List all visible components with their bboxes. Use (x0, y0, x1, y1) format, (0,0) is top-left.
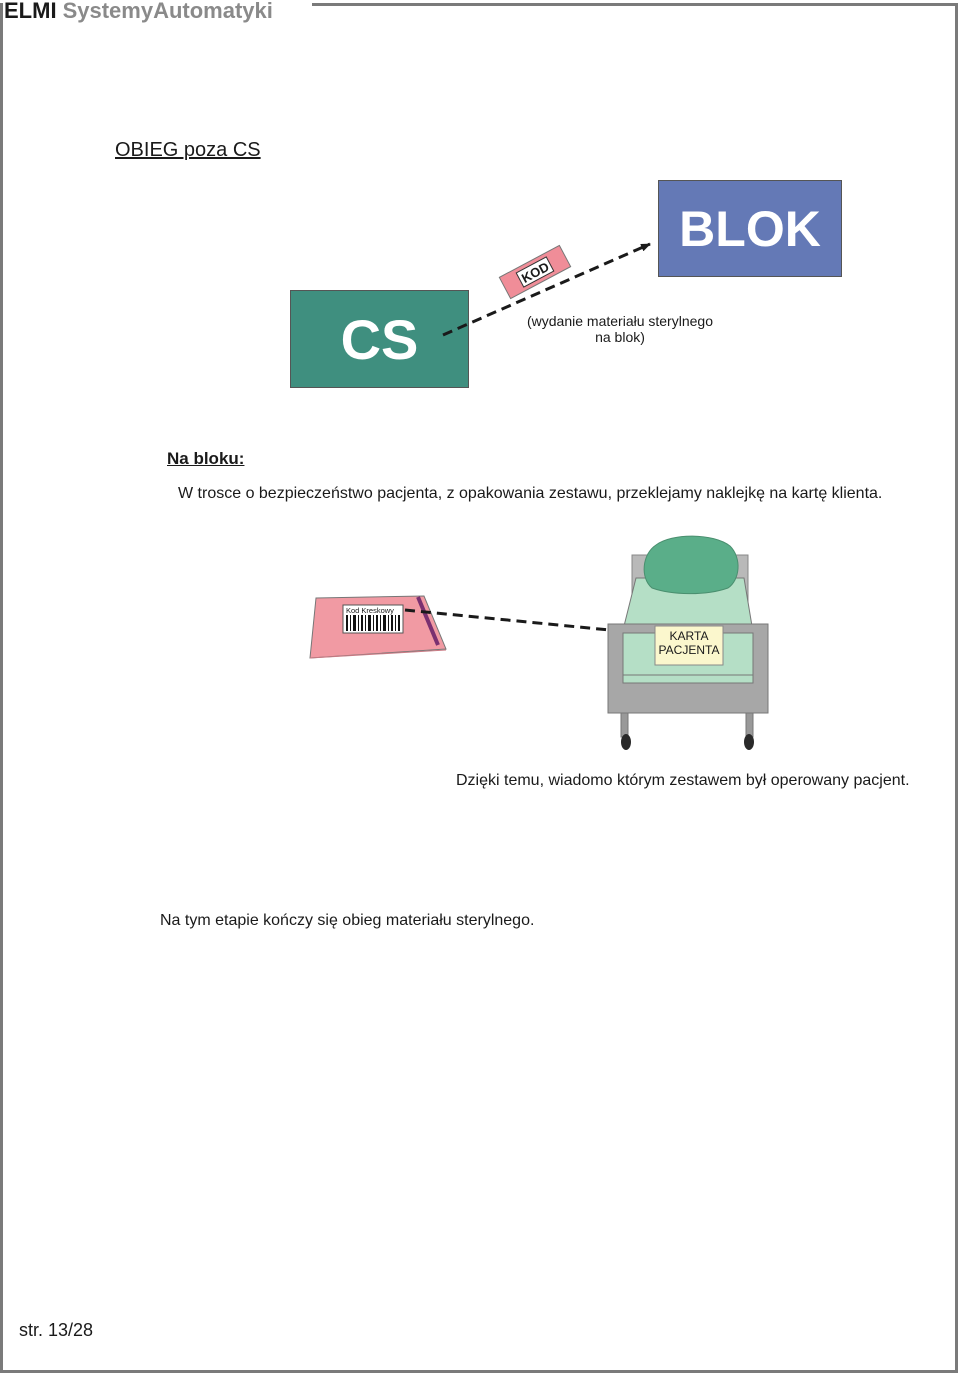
issue-caption-line2: na blok) (595, 329, 645, 345)
issue-caption: (wydanie materiału sterylnego na blok) (520, 313, 720, 345)
page-border-right (955, 3, 958, 1373)
page-border-bottom (0, 1370, 958, 1373)
pillow-icon (643, 535, 739, 595)
patient-card-line1: KARTA (670, 629, 709, 643)
safety-paragraph: W trosce o bezpieczeństwo pacjenta, z op… (178, 485, 883, 502)
label-transfer-arrow (404, 608, 641, 637)
blok-label: BLOK (679, 200, 821, 257)
bed-wheel-icon (744, 734, 754, 750)
brand-systemy-automatyki: SystemyAutomatyki (62, 0, 273, 23)
sterile-package: Kod Kreskowy (309, 595, 447, 659)
header-rule (312, 3, 957, 6)
result-paragraph: Dzięki temu, wiadomo którym zestawem był… (456, 772, 910, 789)
page-border-left (0, 3, 3, 1373)
closing-paragraph: Na tym etapie kończy się obieg materiału… (160, 912, 535, 929)
page-number: str. 13/28 (19, 1320, 94, 1340)
cs-to-blok-arrow (442, 242, 651, 337)
barcode-icon (346, 615, 400, 631)
issue-caption-line1: (wydanie materiału sterylnego (527, 313, 713, 329)
page-title: OBIEG poza CS (115, 139, 261, 161)
patient-bed-icon: KARTA PACJENTA (607, 535, 769, 750)
patient-card (654, 625, 724, 666)
barcode-label: Kod Kreskowy (346, 606, 394, 615)
brand-elmi: ELMI (4, 0, 57, 23)
bed-wheel-icon (621, 734, 631, 750)
cs-box: CS (290, 290, 469, 388)
blok-box: BLOK (658, 180, 842, 277)
section-heading: Na bloku: (167, 449, 245, 468)
kod-tag: KOD (498, 244, 572, 300)
cs-label: CS (340, 307, 419, 371)
patient-card-line2: PACJENTA (659, 643, 720, 657)
